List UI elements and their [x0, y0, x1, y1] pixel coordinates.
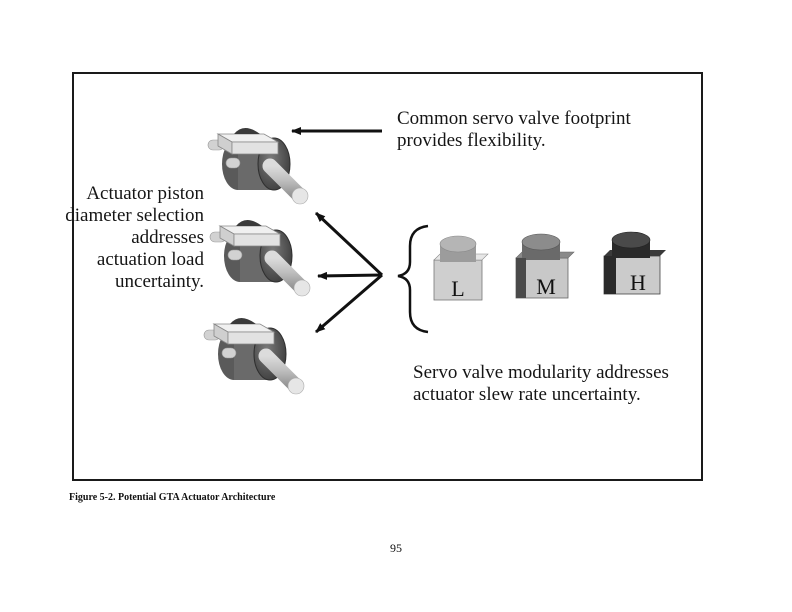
- actuator-small-piston: [208, 128, 308, 204]
- curly-brace: [397, 224, 429, 334]
- callout-piston-diameter: Actuator piston diameter selection addre…: [65, 183, 204, 292]
- figure-frame: [72, 72, 703, 481]
- valve-label-low: L: [451, 276, 464, 301]
- page-number: 95: [390, 541, 402, 555]
- valve-label-high: H: [630, 270, 646, 295]
- callout-valve-modularity: Servo valve modularity addresses actuato…: [413, 362, 669, 405]
- servo-valve-low: L: [433, 235, 489, 301]
- servo-valve-high: H: [603, 231, 666, 295]
- servo-valve-medium: M: [515, 233, 575, 299]
- valve-label-medium: M: [536, 274, 556, 299]
- callout-footprint: Common servo valve footprint provides fl…: [397, 108, 631, 151]
- modularity-arrows: [314, 211, 384, 334]
- actuator-medium-piston: [210, 220, 310, 296]
- actuator-large-piston: [204, 318, 304, 394]
- figure-caption: Figure 5-2. Potential GTA Actuator Archi…: [69, 492, 276, 503]
